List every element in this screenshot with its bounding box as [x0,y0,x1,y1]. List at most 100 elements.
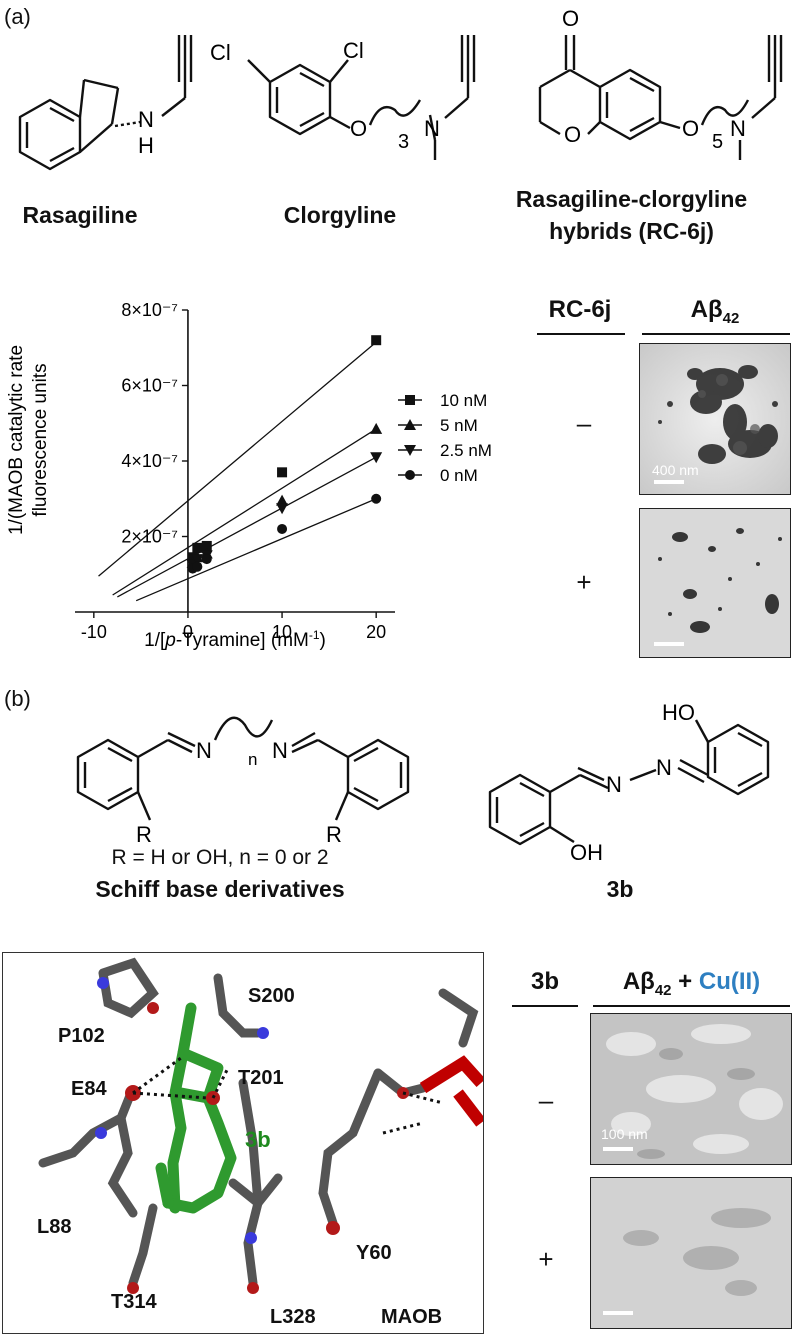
clorgyline-cl-right: Cl [343,38,364,63]
schiff-sub-n: n [248,750,257,769]
em-b-col2-header: Aβ42 + Cu(II) [622,968,761,999]
aggregate-texture-sparse [640,509,790,657]
clorgyline-sub: 3 [398,131,409,153]
em-b-scale-bar-2 [603,1311,633,1315]
ligand-3b-sticks [155,1002,237,1214]
rasagiline-name: Rasagiline [22,202,138,228]
aggregate-texture-dense [640,344,790,494]
em-a-scale-bar-2 [654,642,684,646]
legend-marker [404,419,416,430]
schiff-r-definition: R = H or OH, n = 0 or 2 [111,846,329,869]
fit-line-0 [98,341,377,577]
compound-3b-structure [488,719,770,846]
fit-line-2 [117,456,377,598]
schiff-r2: R [326,822,342,847]
clorgyline-structure [247,35,476,160]
em-a-col1-header: RC-6j [548,296,612,323]
amorphous-texture-dense [591,1014,791,1164]
em-a-row-plus: + [576,567,592,597]
data-point [276,503,289,515]
residue-t314: T314 [111,1291,157,1313]
em-a-col2-rule [642,333,790,335]
protein-label: MAOB [381,1306,443,1328]
panel-a-structures: N H Cl Cl O N 3 O O O N 5 [18,6,783,171]
legend-marker [404,445,416,456]
legend-label: 10 nM [440,391,487,410]
legend-label: 0 nM [440,466,478,485]
y-tick-label: 6×10⁻⁷ [121,376,178,396]
hydrogen-bonds [132,1056,444,1135]
data-point [192,542,203,553]
clorgyline-n: N [424,116,440,141]
fit-line-1 [112,428,377,596]
residue-l88: L88 [37,1216,72,1238]
chart-fit-lines [98,341,377,602]
em-a-col1-rule [537,333,625,335]
chart-ylabel-line2: fluorescence units [30,363,51,516]
residue-p102: P102 [58,1025,105,1047]
em-b-row-plus: + [538,1244,554,1274]
docking-image: P102 S200 E84 T201 L88 T314 L328 Y60 3b … [2,952,484,1334]
chart-xlabel: 1/[p-Tyramine] (mM-1) [144,628,326,651]
em-b-image-minus: 100 nm [590,1013,792,1165]
hybrid-o-keto: O [562,6,579,31]
legend-marker [405,395,415,405]
hybrid-name-line2: hybrids (RC-6j) [549,218,714,244]
schiff-n1: N [196,738,212,763]
data-point [370,452,383,464]
rasagiline-h: H [138,133,154,158]
em-b-col1-rule [512,1005,578,1007]
hybrid-structure [538,35,783,160]
data-point [192,561,203,572]
hybrid-name-line1: Rasagiline-clorgyline [515,186,748,212]
em-b-col2-rule [593,1005,790,1007]
residue-s200: S200 [248,985,295,1007]
residue-y60: Y60 [356,1242,392,1264]
x-tick-label: 20 [366,622,386,642]
3b-n2: N [656,755,672,780]
residue-e84: E84 [71,1078,107,1100]
panel-b-label: (b) [4,686,31,711]
clorgyline-name: Clorgyline [283,202,397,228]
em-b-image-plus [590,1177,792,1329]
em-a-row-minus: – [576,408,592,438]
y-tick-label: 8×10⁻⁷ [121,300,178,320]
panel-b-structures: N N n R R N N HO OH [76,700,770,865]
data-point [201,554,212,565]
data-point [191,554,204,566]
amorphous-texture-sparse [591,1178,791,1328]
x-tick-label: 10 [272,622,292,642]
data-point [371,493,382,504]
em-a-image-minus: 400 nm [639,343,791,495]
em-b-scale-label: 100 nm [601,1126,648,1142]
3b-n1: N [606,772,622,797]
data-point [276,494,289,506]
clorgyline-cl-left: Cl [210,40,231,65]
docking-sticks [38,957,483,1294]
residue-t201: T201 [238,1067,284,1089]
rasagiline-n: N [138,107,154,132]
3b-ho: HO [662,700,695,725]
hybrid-sub: 5 [712,131,723,153]
chart-points [186,335,383,574]
legend-marker [405,470,415,480]
legend-label: 2.5 nM [440,441,492,460]
em-b-col1-header: 3b [530,968,559,995]
em-b-scale-bar [603,1147,633,1151]
legend-label: 5 nM [440,416,478,435]
rasagiline-structure [18,35,193,171]
data-point [371,335,382,346]
clorgyline-o: O [350,116,367,141]
em-a-col2-header: Aβ42 [690,296,740,327]
em-b-row-minus: – [538,1085,554,1115]
hybrid-o: O [682,116,699,141]
hybrid-o-ring: O [564,122,581,147]
y-tick-label: 4×10⁻⁷ [121,451,178,471]
data-point [370,422,383,434]
x-tick-label: 0 [183,622,193,642]
panel-a-label: (a) [4,4,31,29]
schiff-n2: N [272,738,288,763]
schiff-name: Schiff base derivatives [95,876,345,902]
3b-oh: OH [570,840,603,865]
